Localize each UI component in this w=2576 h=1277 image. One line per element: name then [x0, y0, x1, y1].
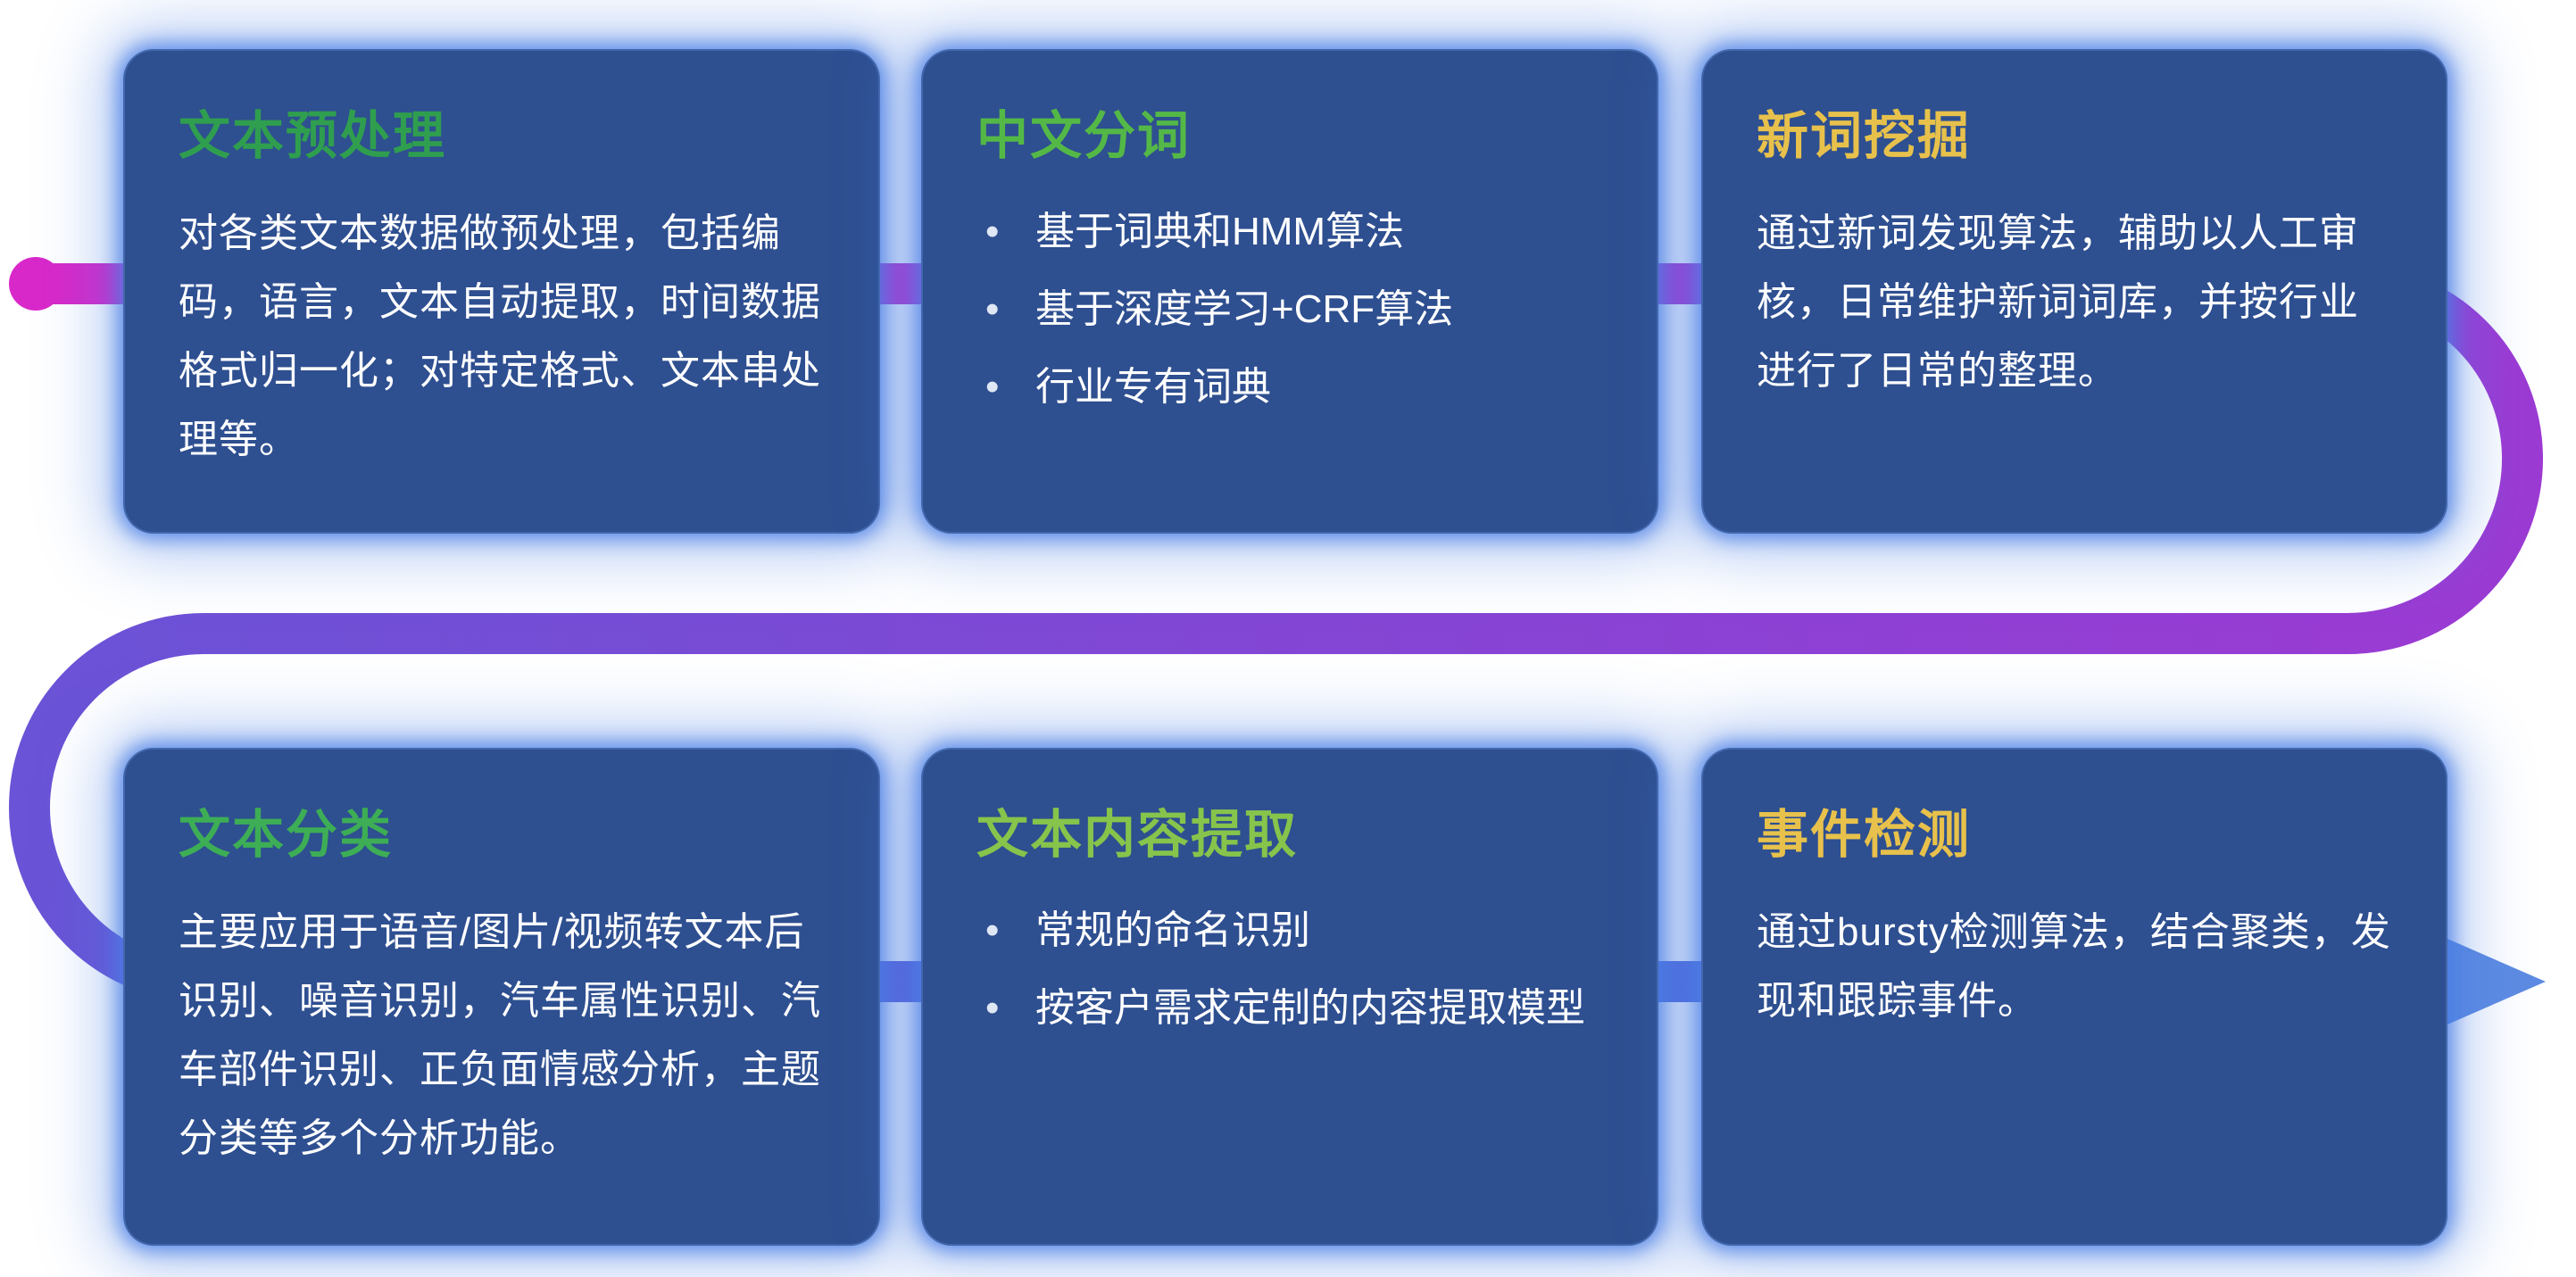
card-title: 新词挖掘 [1757, 107, 1972, 165]
card-text-classification: 文本分类 主要应用于语音/图片/视频转文本后识别、噪音识别，汽车属性识别、汽车部… [123, 748, 880, 1246]
card-body: 主要应用于语音/图片/视频转文本后识别、噪音识别，汽车属性识别、汽车部件识别、正… [179, 910, 821, 1160]
flow-start-dot [9, 257, 62, 311]
bullet-item: 常规的命名识别 [976, 898, 1603, 965]
card-body: 通过新词发现算法，辅助以人工审核，日常维护新词词库，并按行业进行了日常的整理。 [1757, 211, 2359, 393]
card-chinese-word-segmentation: 中文分词 基于词典和HMM算法 基于深度学习+CRF算法 行业专有词典 [921, 49, 1658, 534]
card-body: 对各类文本数据做预处理，包括编码，语言，文本自动提取，时间数据格式归一化；对特定… [179, 211, 821, 461]
bullet-item: 行业专有词典 [976, 354, 1603, 421]
card-title: 事件检测 [1757, 806, 1972, 864]
card-text-content-extraction: 文本内容提取 常规的命名识别 按客户需求定制的内容提取模型 [921, 748, 1658, 1246]
card-bullet-list: 常规的命名识别 按客户需求定制的内容提取模型 [976, 898, 1603, 1042]
card-new-word-mining: 新词挖掘 通过新词发现算法，辅助以人工审核，日常维护新词词库，并按行业进行了日常… [1701, 49, 2447, 534]
card-bullet-list: 基于词典和HMM算法 基于深度学习+CRF算法 行业专有词典 [976, 199, 1603, 420]
card-title: 文本内容提取 [976, 806, 1299, 864]
card-title: 中文分词 [976, 107, 1192, 165]
card-event-detection: 事件检测 通过bursty检测算法，结合聚类，发现和跟踪事件。 [1701, 748, 2447, 1246]
flow-segment-middle [9, 458, 2543, 808]
card-title: 文本预处理 [179, 107, 447, 165]
card-text-preprocessing: 文本预处理 对各类文本数据做预处理，包括编码，语言，文本自动提取，时间数据格式归… [123, 49, 880, 534]
flow-arrowhead-icon [2447, 939, 2546, 1024]
bullet-item: 基于深度学习+CRF算法 [976, 277, 1603, 344]
card-body: 通过bursty检测算法，结合聚类，发现和跟踪事件。 [1757, 910, 2391, 1023]
bullet-item: 按客户需求定制的内容提取模型 [976, 975, 1603, 1042]
bullet-item: 基于词典和HMM算法 [976, 199, 1603, 266]
card-title: 文本分类 [179, 806, 394, 864]
